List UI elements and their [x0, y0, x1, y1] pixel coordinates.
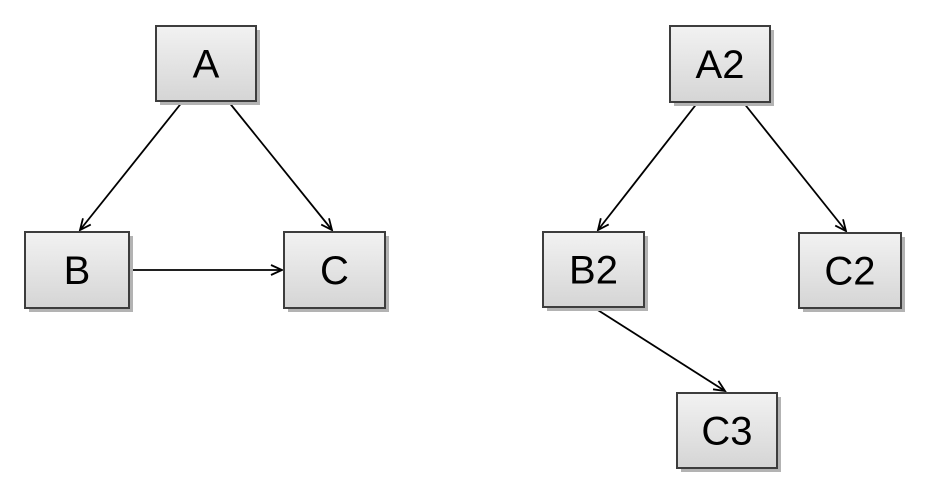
- node-A-label: A: [193, 43, 220, 87]
- node-B-label: B: [64, 249, 91, 293]
- node-A[interactable]: A: [155, 25, 260, 105]
- node-C2[interactable]: C2: [798, 232, 905, 312]
- node-B-box: [24, 231, 130, 309]
- node-A2-label: A2: [696, 43, 745, 87]
- node-C2-label: C2: [824, 250, 875, 294]
- edge-B2-C3: [592, 306, 727, 393]
- edge-A2-C2: [742, 101, 848, 233]
- node-C2-box: [798, 232, 902, 309]
- node-A2-box: [669, 25, 771, 103]
- node-C[interactable]: C: [283, 231, 389, 312]
- node-C-label: C: [320, 249, 349, 293]
- edge-A-B: [78, 100, 184, 232]
- node-A-box: [155, 25, 257, 102]
- node-B2-label: B2: [569, 249, 618, 293]
- node-B2-box: [542, 231, 645, 308]
- node-B2[interactable]: B2: [542, 231, 648, 311]
- node-C3-label: C3: [701, 410, 752, 454]
- node-A2[interactable]: A2: [669, 25, 774, 106]
- edge-A-C: [227, 100, 334, 232]
- edge-A2-B2: [596, 101, 699, 232]
- node-C3[interactable]: C3: [676, 392, 781, 472]
- node-B[interactable]: B: [24, 231, 133, 312]
- node-C3-box: [676, 392, 778, 469]
- node-C-box: [283, 231, 386, 309]
- left-graph: A B C: [24, 25, 389, 312]
